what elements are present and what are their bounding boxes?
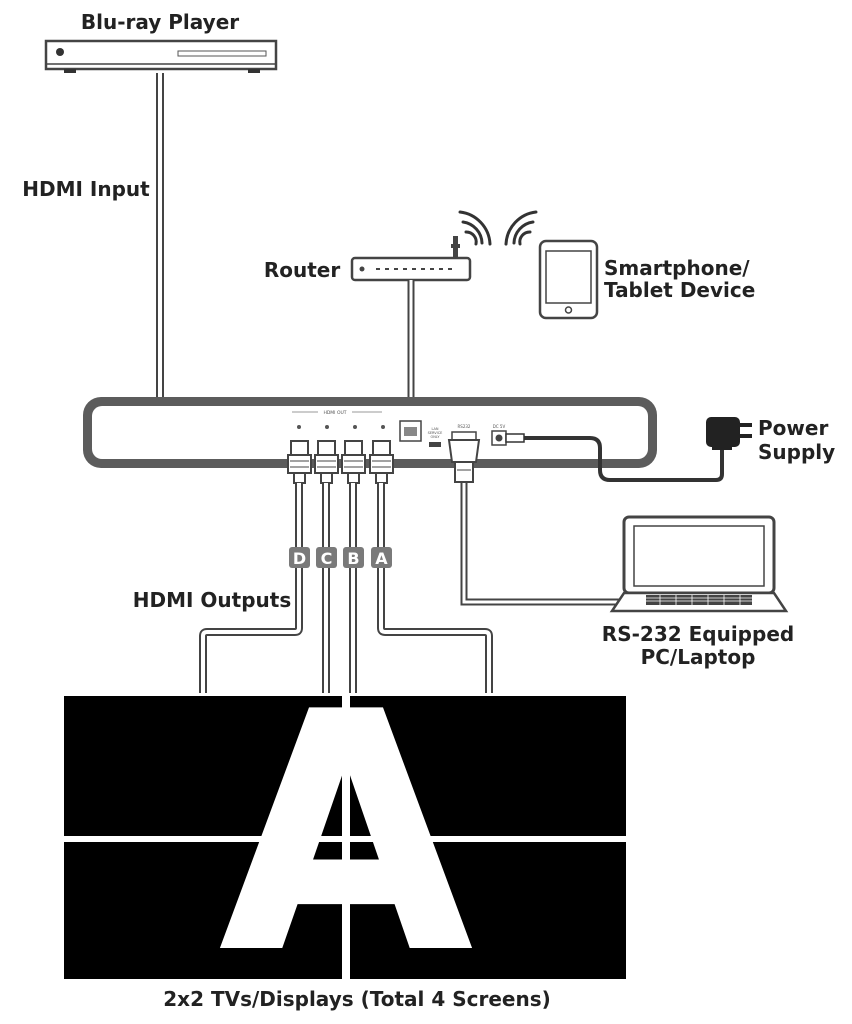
pc-label-line2: PC/Laptop — [641, 645, 756, 669]
hdmi-out-port-label: HDMI OUT — [323, 410, 346, 416]
screen-letter-a: A A A A — [218, 642, 476, 1024]
matrix-unit — [83, 397, 657, 468]
lan-port — [399, 420, 422, 442]
output-badge-d: D — [289, 547, 310, 568]
svg-text:A: A — [218, 642, 476, 1024]
pc-label-line1: RS-232 Equipped — [602, 622, 794, 646]
bluray-label: Blu-ray Player — [81, 10, 239, 34]
svg-text:A: A — [218, 642, 476, 1024]
router-label: Router — [264, 258, 341, 282]
rs232-port-label: RS232 — [458, 424, 471, 429]
smartphone-label-line1: Smartphone/ — [604, 256, 750, 280]
screen-top-right — [350, 696, 626, 836]
hdmi-output-cables — [199, 483, 493, 697]
output-badges: D C B A — [289, 547, 392, 568]
power-label-line2: Supply — [758, 440, 835, 464]
laptop-icon — [609, 515, 789, 613]
bluray-player-icon — [44, 39, 278, 73]
smartphone-label-line2: Tablet Device — [604, 278, 755, 302]
lan-port-label-line3: ONLY — [431, 435, 441, 439]
output-badge-a: A — [371, 547, 392, 568]
lan-port-label-line1: LAN — [431, 427, 438, 431]
svg-text:D: D — [293, 549, 306, 568]
router-icon — [350, 236, 472, 282]
displays-label: 2x2 TVs/Displays (Total 4 Screens) — [163, 987, 551, 1011]
wireless-signal-icon — [458, 210, 538, 246]
led-indicators — [297, 425, 385, 429]
dc-port-label: DC 5V — [493, 424, 506, 429]
svg-text:B: B — [347, 549, 359, 568]
lan-port-label-line2: SERVICE — [428, 431, 443, 435]
dc-power-port — [491, 430, 507, 446]
svg-text:C: C — [321, 549, 333, 568]
svg-text:A: A — [218, 642, 476, 1024]
hdmi-input-label: HDMI Input — [22, 177, 150, 201]
hdmi-input-cable — [149, 73, 171, 444]
output-badge-b: B — [343, 547, 364, 568]
tablet-icon — [538, 239, 599, 320]
service-switch — [429, 442, 441, 447]
screen-top-left — [64, 696, 342, 836]
hdmi-outputs-label: HDMI Outputs — [133, 588, 291, 612]
screen-bottom-left — [64, 842, 342, 979]
screen-bottom-right — [350, 842, 626, 979]
rs232-cable — [447, 439, 622, 606]
power-cable — [505, 433, 724, 482]
svg-text:A: A — [375, 549, 388, 568]
power-adapter-icon — [706, 417, 752, 450]
power-label-line1: Power — [758, 416, 828, 440]
hdmi-output-connectors — [287, 440, 394, 484]
video-wall — [62, 693, 628, 982]
svg-text:A: A — [218, 642, 476, 1024]
output-badge-c: C — [316, 547, 337, 568]
